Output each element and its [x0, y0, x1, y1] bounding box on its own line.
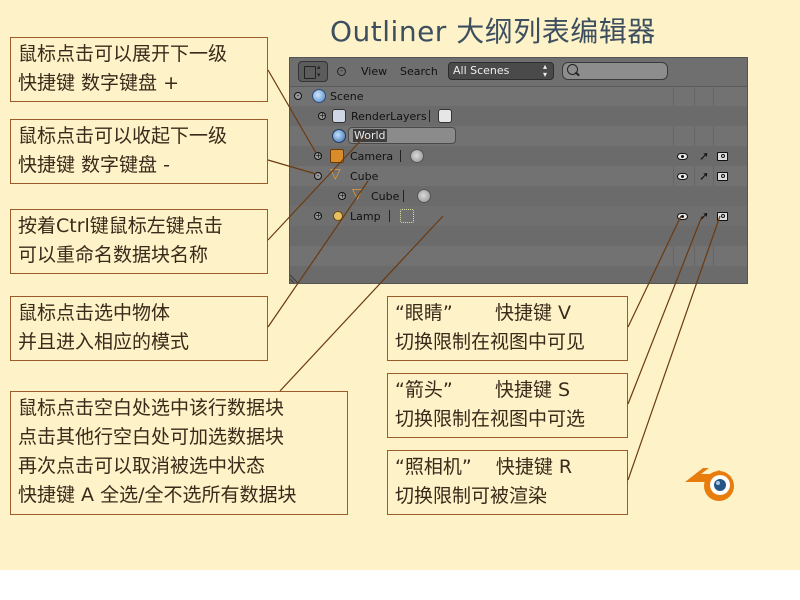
callout-select-row-line4: 快捷键 A 全选/全不选所有数据块: [18, 484, 297, 506]
row-renderlayers[interactable]: + RenderLayers: [290, 106, 747, 126]
tree-label-lamp[interactable]: Lamp: [350, 210, 381, 223]
rename-field-value: World: [353, 129, 387, 142]
callout-collapse: 鼠标点击可以收起下一级 快捷键 数字键盘 -: [10, 119, 268, 184]
callout-select-row-line3: 再次点击可以取消被选中状态: [18, 455, 266, 477]
callout-select-object-line1: 鼠标点击选中物体: [18, 302, 171, 324]
camera-data-icon: [410, 149, 424, 163]
page-title: Outliner 大纲列表编辑器: [330, 15, 656, 48]
callout-eye-line2: 切换限制在视图中可见: [395, 331, 586, 353]
callout-select-row-line1: 鼠标点击空白处选中该行数据块: [18, 397, 285, 419]
callout-select-row-line2: 点击其他行空白处可加选数据块: [18, 426, 285, 448]
outliner-tree: - Scene + RenderLayers World + Camera ➚ …: [290, 86, 747, 283]
restrict-column-divider-2: [694, 86, 695, 283]
separator: [389, 210, 390, 222]
separator: [429, 110, 430, 122]
row-empty[interactable]: [290, 226, 747, 246]
restrict-select-icon[interactable]: ➚: [699, 209, 710, 223]
world-icon: [332, 129, 346, 143]
separator: [403, 190, 404, 202]
restrict-column-divider-1: [673, 86, 674, 283]
scene-icon: [312, 89, 326, 103]
row-world[interactable]: World: [290, 126, 747, 146]
callout-camera-line1: “照相机” 快捷键 R: [395, 456, 573, 478]
eye-icon[interactable]: [677, 173, 688, 180]
outliner-header: - View Search All Scenes ▴▾: [290, 58, 747, 87]
callout-select-object-line2: 并且进入相应的模式: [18, 331, 190, 353]
eye-icon[interactable]: [677, 213, 688, 220]
blender-logo: [685, 468, 734, 501]
collapse-toggle-icon[interactable]: -: [314, 172, 322, 180]
restrict-select-icon[interactable]: ➚: [699, 169, 710, 183]
callout-rename: 按着Ctrl键鼠标左键点击 可以重命名数据块名称: [10, 209, 268, 274]
callout-rename-line2: 可以重命名数据块名称: [18, 244, 209, 266]
callout-eye: “眼睛” 快捷键 V 切换限制在视图中可见: [387, 296, 628, 361]
camera-icon: [330, 149, 344, 163]
callout-arrow-line2: 切换限制在视图中可选: [395, 408, 586, 430]
callout-collapse-line2: 快捷键 数字键盘 -: [18, 154, 170, 176]
restrict-select-icon[interactable]: ➚: [699, 149, 710, 163]
restrict-column-divider-3: [713, 86, 714, 283]
outliner-panel: - View Search All Scenes ▴▾ - Scene + Re…: [289, 57, 748, 284]
row-lamp[interactable]: + Lamp ➚: [290, 206, 747, 226]
row-empty[interactable]: [290, 246, 747, 266]
row-cube-mesh[interactable]: + Cube: [290, 186, 747, 206]
search-input[interactable]: [562, 62, 668, 80]
restrict-render-icon[interactable]: [717, 152, 728, 161]
tree-label-renderlayers[interactable]: RenderLayers: [351, 110, 427, 123]
tree-label-cube[interactable]: Cube: [350, 170, 379, 183]
restrict-render-icon[interactable]: [717, 172, 728, 181]
row-scene[interactable]: - Scene: [290, 86, 747, 106]
lamp-data-icon: [400, 209, 414, 223]
restrict-render-icon[interactable]: [717, 212, 728, 221]
callout-camera: “照相机” 快捷键 R 切换限制可被渲染: [387, 450, 628, 515]
callout-expand: 鼠标点击可以展开下一级 快捷键 数字键盘 +: [10, 37, 268, 102]
row-cube[interactable]: - Cube ➚: [290, 166, 747, 186]
callout-arrow-line1: “箭头” 快捷键 S: [395, 379, 571, 401]
collapse-header-icon[interactable]: -: [337, 67, 346, 76]
tree-label-cube-mesh[interactable]: Cube: [371, 190, 400, 203]
callout-select-object: 鼠标点击选中物体 并且进入相应的模式: [10, 296, 268, 361]
callout-expand-line2: 快捷键 数字键盘 +: [18, 72, 179, 94]
expand-toggle-icon[interactable]: +: [338, 191, 346, 200]
material-icon: [417, 189, 431, 203]
row-camera[interactable]: + Camera ➚: [290, 146, 747, 166]
mesh-data-icon: [352, 186, 366, 203]
bottom-strip: [0, 570, 800, 600]
mesh-icon: [330, 166, 344, 183]
callout-expand-line1: 鼠标点击可以展开下一级: [18, 43, 228, 65]
search-menu[interactable]: Search: [400, 65, 438, 78]
rename-field[interactable]: World: [348, 127, 456, 144]
separator: [400, 150, 401, 162]
tree-label-scene[interactable]: Scene: [330, 90, 364, 103]
tree-label-camera[interactable]: Camera: [350, 150, 394, 163]
view-menu[interactable]: View: [361, 65, 388, 78]
callout-rename-line1: 按着Ctrl键鼠标左键点击: [18, 215, 223, 237]
display-mode-value: All Scenes: [453, 64, 510, 77]
callout-collapse-line1: 鼠标点击可以收起下一级: [18, 125, 228, 147]
callout-camera-line2: 切换限制可被渲染: [395, 485, 548, 507]
lamp-icon: [330, 209, 344, 223]
renderlayer-data-icon: [438, 109, 452, 123]
editor-type-icon[interactable]: [298, 61, 328, 82]
chevron-updown-icon: ▴▾: [543, 62, 548, 79]
renderlayers-icon: [332, 109, 346, 123]
corner-grip-bottom-left[interactable]: [290, 271, 302, 283]
row-empty[interactable]: [290, 266, 747, 283]
eye-icon[interactable]: [677, 153, 688, 160]
expand-toggle-icon[interactable]: +: [314, 151, 322, 160]
expand-toggle-icon[interactable]: +: [314, 211, 322, 220]
callout-eye-line1: “眼睛” 快捷键 V: [395, 302, 572, 324]
callout-select-row: 鼠标点击空白处选中该行数据块 点击其他行空白处可加选数据块 再次点击可以取消被选…: [10, 391, 348, 515]
display-mode-select[interactable]: All Scenes ▴▾: [448, 62, 554, 80]
search-icon: [567, 64, 578, 75]
collapse-toggle-icon[interactable]: -: [294, 92, 302, 100]
callout-arrow: “箭头” 快捷键 S 切换限制在视图中可选: [387, 373, 628, 438]
expand-toggle-icon[interactable]: +: [318, 111, 326, 120]
